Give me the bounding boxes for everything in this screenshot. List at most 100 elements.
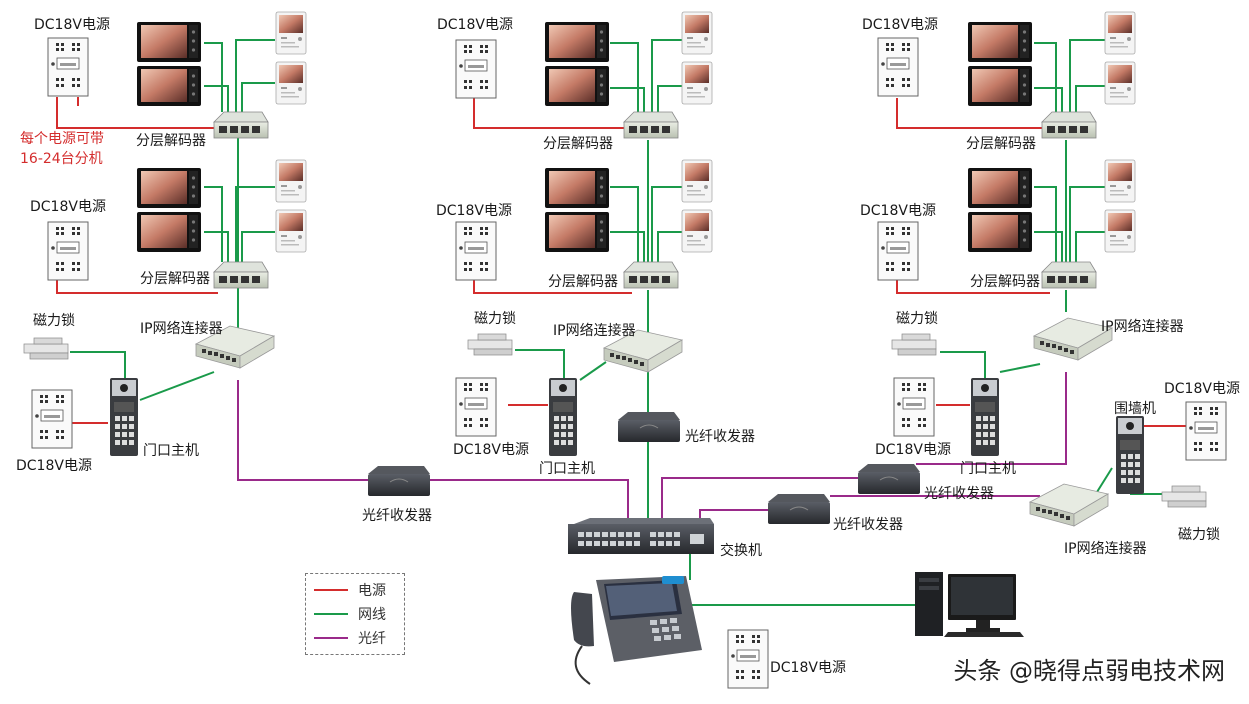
label-psu-l1: DC18V电源	[34, 17, 110, 33]
legend-line-power	[314, 589, 348, 591]
label-decoder-l2: 分层解码器	[140, 271, 210, 287]
indoor-monitor	[968, 168, 1032, 208]
power-supply-door-l	[31, 389, 73, 449]
indoor-handset	[681, 209, 713, 253]
label-maglock-m: 磁力锁	[474, 311, 516, 327]
floor-decoder-l2	[213, 261, 269, 289]
label-switch: 交换机	[720, 543, 762, 559]
legend-item-fiber: 光纤	[314, 628, 400, 647]
floor-decoder-l1	[213, 111, 269, 139]
magnetic-lock-m	[467, 333, 513, 356]
indoor-monitor	[968, 212, 1032, 252]
indoor-monitor	[545, 212, 609, 252]
indoor-handset	[275, 209, 307, 253]
indoor-handset	[1104, 209, 1136, 253]
label-fiber-m: 光纤收发器	[685, 429, 755, 445]
label-psu-door-l: DC18V电源	[16, 458, 92, 474]
label-psu-note-2: 16-24台分机	[20, 151, 103, 167]
indoor-monitor	[968, 22, 1032, 62]
label-psu-r1: DC18V电源	[862, 17, 938, 33]
door-station-r	[971, 378, 999, 456]
label-decoder-r1: 分层解码器	[966, 136, 1036, 152]
floor-decoder-m1	[623, 111, 679, 139]
legend-line-fiber	[314, 637, 348, 639]
label-ipconn-wall: IP网络连接器	[1064, 541, 1147, 557]
legend-label: 网线	[358, 607, 386, 623]
power-supply-l2	[47, 221, 89, 281]
label-door-m: 门口主机	[539, 461, 595, 477]
label-ipconn-m: IP网络连接器	[553, 323, 636, 339]
label-decoder-m2: 分层解码器	[548, 274, 618, 290]
floor-decoder-r1	[1041, 111, 1097, 139]
label-fiber-r: 光纤收发器	[924, 486, 994, 502]
magnetic-lock-r	[891, 333, 937, 356]
indoor-handset	[681, 159, 713, 203]
indoor-handset	[275, 159, 307, 203]
computer-workstation	[915, 572, 1024, 637]
watermark: 头条 @晓得点弱电技术网	[953, 657, 1225, 685]
label-psu-door-m: DC18V电源	[453, 442, 529, 458]
power-supply-m1	[455, 39, 497, 99]
fiber-transceiver-m	[617, 411, 681, 443]
indoor-monitor	[137, 22, 201, 62]
indoor-handset	[681, 61, 713, 105]
label-door-l: 门口主机	[143, 443, 199, 459]
power-supply-center	[727, 629, 769, 689]
label-psu-wall: DC18V电源	[1164, 381, 1240, 397]
label-decoder-m1: 分层解码器	[543, 136, 613, 152]
fiber-transceiver-center	[767, 493, 831, 525]
legend-line-network	[314, 613, 348, 615]
legend-label: 光纤	[358, 631, 386, 647]
ip-connector-wall	[1029, 483, 1109, 527]
indoor-monitor	[545, 22, 609, 62]
indoor-handset	[1104, 61, 1136, 105]
indoor-handset	[275, 61, 307, 105]
legend: 电源 网线 光纤	[305, 573, 405, 655]
management-console	[571, 576, 702, 685]
label-psu-center: DC18V电源	[770, 660, 846, 676]
floor-decoder-m2	[623, 261, 679, 289]
power-supply-m2	[455, 221, 497, 281]
legend-item-power: 电源	[314, 580, 400, 599]
label-door-r: 门口主机	[960, 461, 1016, 477]
wall-station	[1116, 416, 1144, 494]
label-psu-r2: DC18V电源	[860, 203, 936, 219]
label-maglock-l: 磁力锁	[33, 313, 75, 329]
label-psu-door-r: DC18V电源	[875, 442, 951, 458]
label-maglock-wall: 磁力锁	[1178, 527, 1220, 543]
power-supply-door-r	[893, 377, 935, 437]
label-ipconn-r: IP网络连接器	[1101, 319, 1184, 335]
power-supply-l1	[47, 37, 89, 97]
label-ipconn-l: IP网络连接器	[140, 321, 223, 337]
indoor-monitor	[137, 168, 201, 208]
label-fiber-center: 光纤收发器	[833, 517, 903, 533]
power-supply-wall	[1185, 401, 1227, 461]
indoor-monitor	[137, 212, 201, 252]
power-supply-door-m	[455, 377, 497, 437]
indoor-handset	[1104, 159, 1136, 203]
label-maglock-r: 磁力锁	[896, 311, 938, 327]
indoor-handset	[681, 11, 713, 55]
indoor-handset	[275, 11, 307, 55]
label-decoder-l1: 分层解码器	[136, 133, 206, 149]
fiber-transceiver-r	[857, 463, 921, 495]
label-fiber-l: 光纤收发器	[362, 508, 432, 524]
indoor-monitor	[968, 66, 1032, 106]
indoor-handset	[1104, 11, 1136, 55]
label-psu-m1: DC18V电源	[437, 17, 513, 33]
power-supply-r2	[877, 221, 919, 281]
label-psu-note-1: 每个电源可带	[20, 131, 104, 147]
network-switch	[568, 518, 714, 554]
legend-item-network: 网线	[314, 604, 400, 623]
label-psu-l2: DC18V电源	[30, 199, 106, 215]
label-wall-station: 围墙机	[1114, 401, 1156, 417]
fiber-transceiver-l	[367, 465, 431, 497]
indoor-monitor	[545, 66, 609, 106]
legend-label: 电源	[358, 583, 386, 599]
indoor-monitor	[545, 168, 609, 208]
magnetic-lock-l	[23, 337, 69, 360]
door-station-m	[549, 378, 577, 456]
power-supply-r1	[877, 37, 919, 97]
indoor-monitor	[137, 66, 201, 106]
